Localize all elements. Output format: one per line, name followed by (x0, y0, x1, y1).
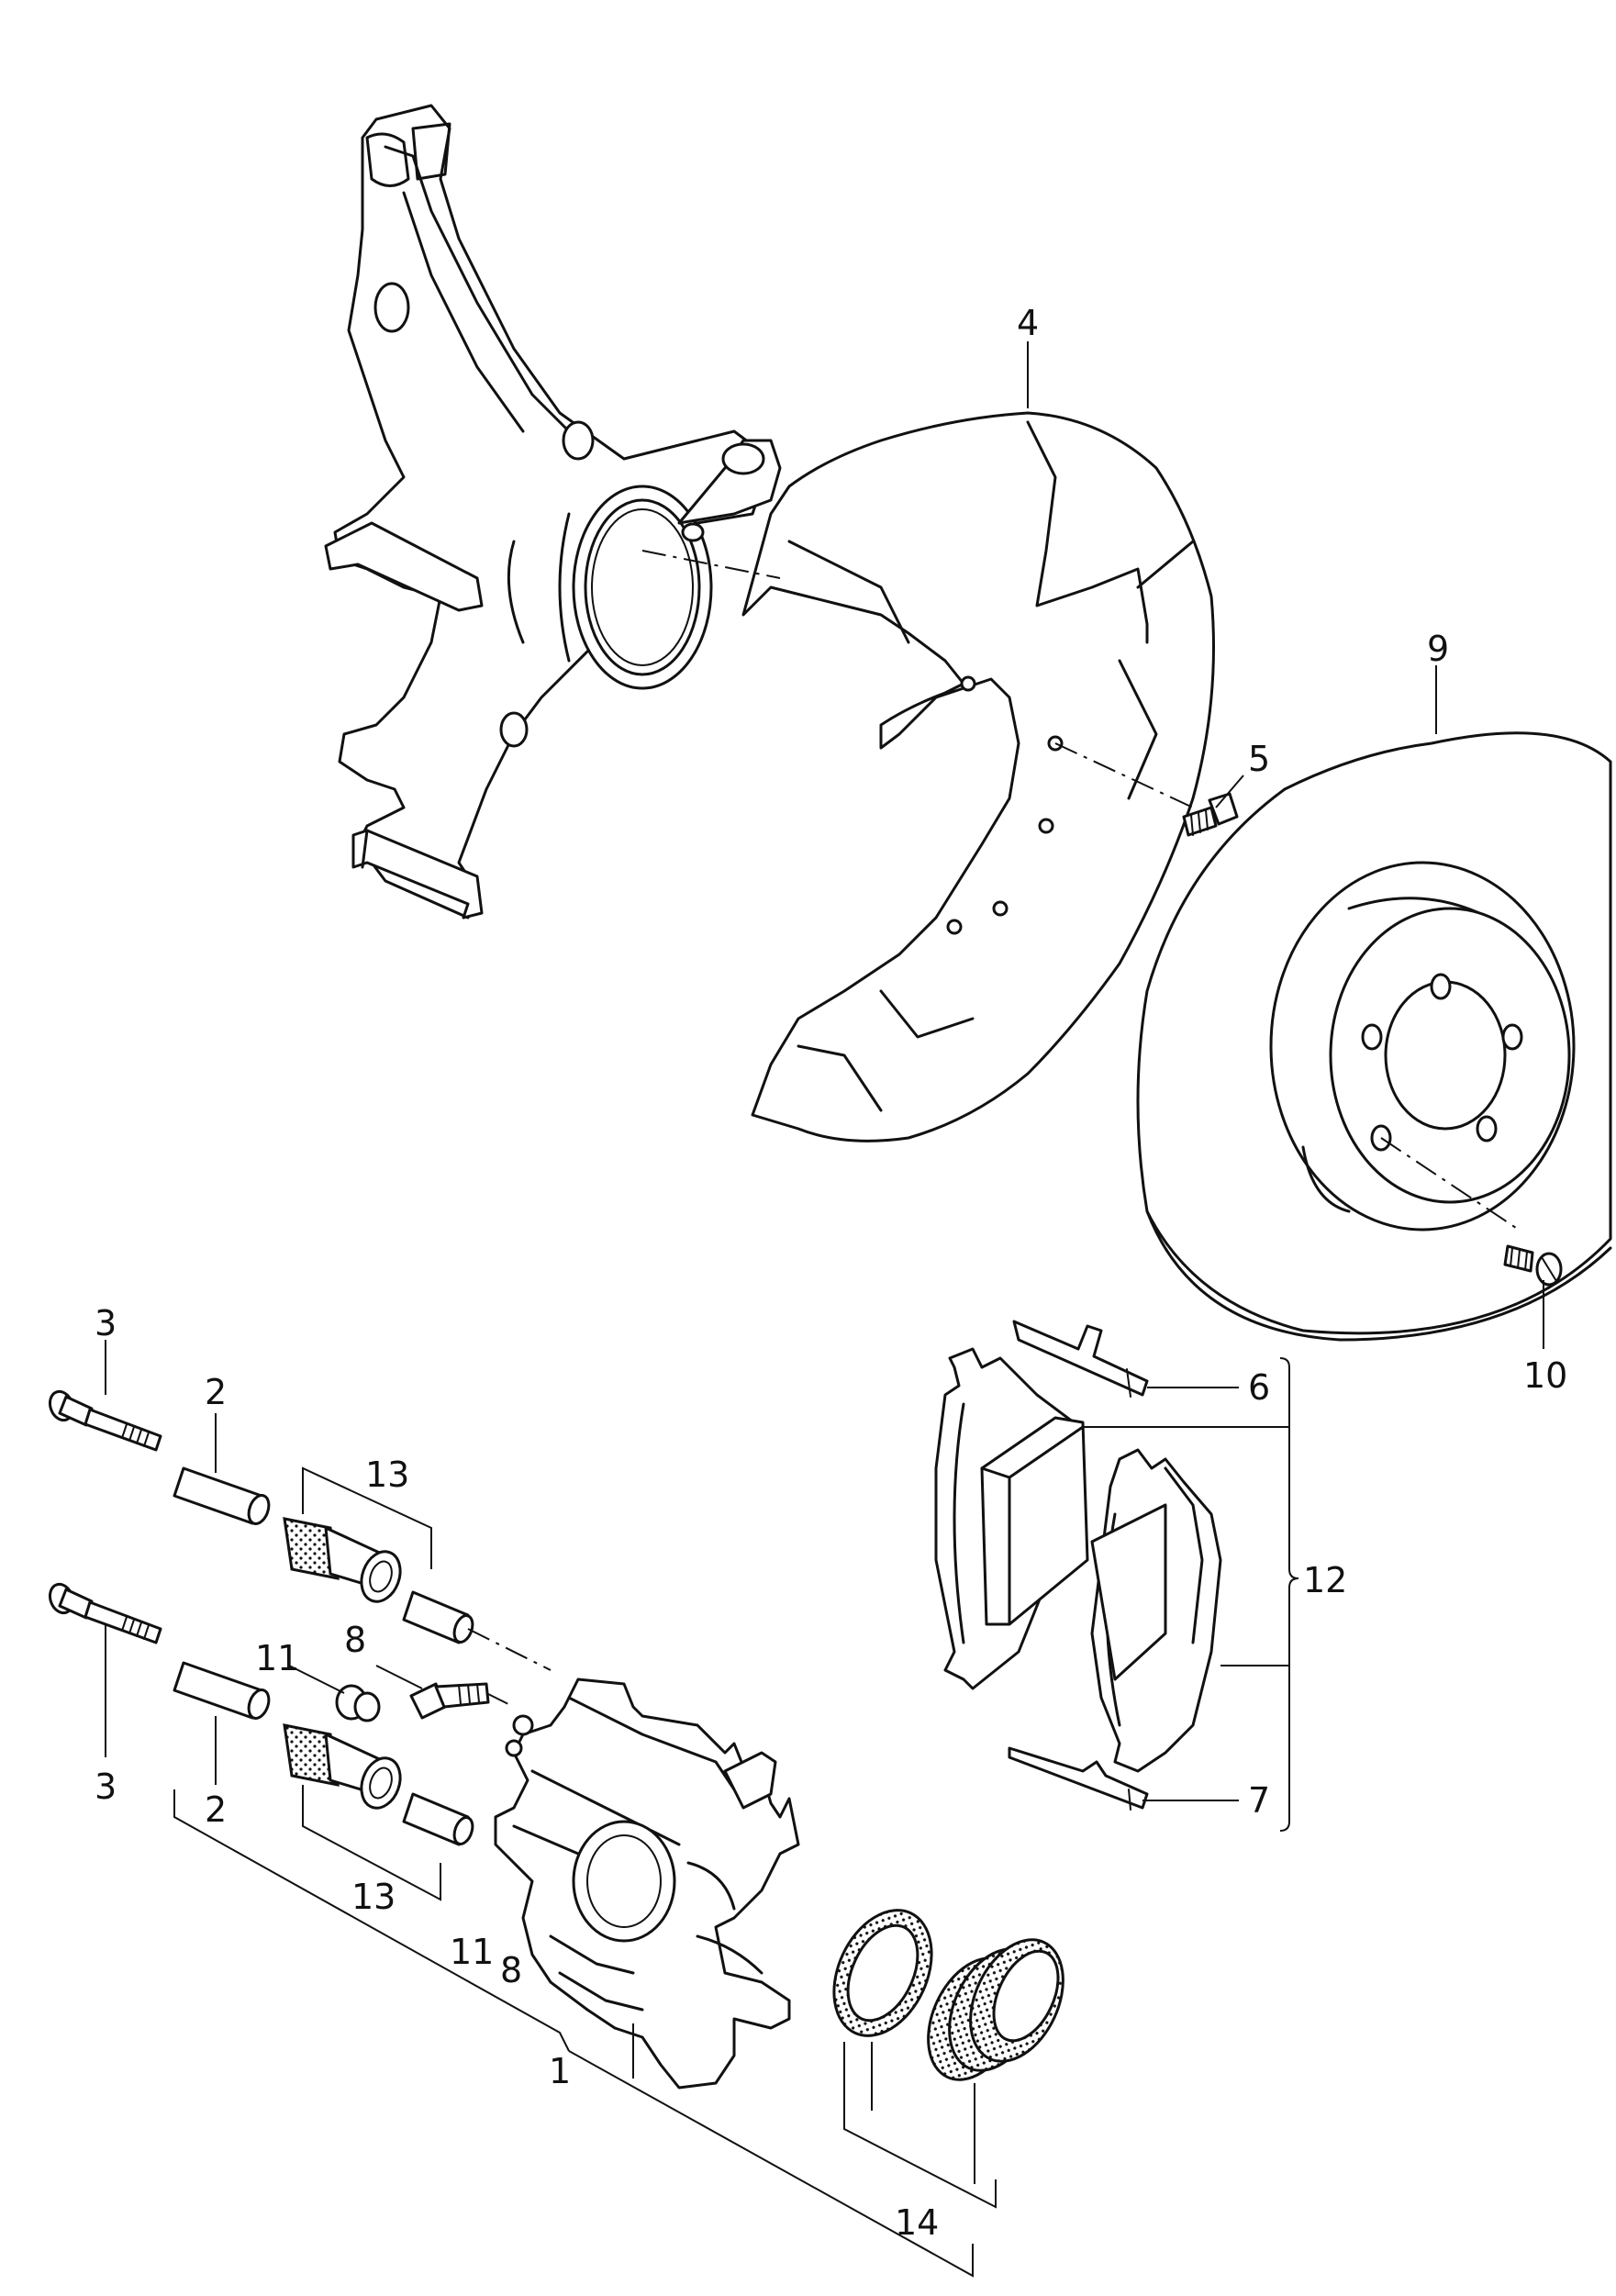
dust-shield (741, 411, 1215, 1142)
guide-boot-13-upper (283, 1517, 402, 1603)
label-part-10: 10 (1523, 1355, 1567, 1396)
label-part-4: 4 (1017, 303, 1039, 343)
bolt-3-lower (48, 1582, 162, 1644)
bleeder-valve-8 (409, 1682, 490, 1720)
bolt-3-upper (48, 1389, 162, 1452)
label-part-2-lower: 2 (205, 1789, 227, 1830)
label-part-3-lower: 3 (95, 1767, 117, 1807)
label-part-11-upper: 11 (255, 1638, 299, 1678)
brake-pads (934, 1320, 1222, 1811)
guide-sleeve-13-lower (402, 1792, 474, 1846)
label-part-2-upper: 2 (205, 1372, 227, 1412)
dust-cap-11 (335, 1684, 381, 1722)
sleeve-2-lower (173, 1661, 271, 1720)
sleeve-2-upper (173, 1466, 271, 1525)
label-part-6: 6 (1248, 1367, 1270, 1408)
label-part-13-lower: 13 (351, 1877, 396, 1917)
label-part-1: 1 (549, 2051, 571, 2091)
label-part-8-upper: 8 (344, 1620, 366, 1660)
brake-caliper (494, 1677, 800, 2090)
label-part-7: 7 (1248, 1780, 1270, 1821)
piston-seal-14 (832, 1909, 933, 2037)
piston-boot-14 (927, 1938, 1064, 2081)
guide-boot-13-lower (283, 1723, 402, 1810)
label-part-11-lower: 11 (450, 1932, 494, 1972)
screw-10 (1503, 1244, 1563, 1287)
guide-sleeve-13-upper (402, 1590, 474, 1644)
label-part-9: 9 (1427, 629, 1449, 669)
label-part-3-upper: 3 (95, 1303, 117, 1343)
label-part-8-lower: 8 (500, 1950, 522, 1990)
label-part-14: 14 (895, 2202, 939, 2243)
steering-knuckle (324, 104, 782, 920)
brake-disc (1136, 731, 1612, 1342)
bolt-5 (1182, 792, 1239, 837)
label-part-13-upper: 13 (365, 1455, 409, 1495)
label-part-12: 12 (1303, 1560, 1347, 1600)
label-part-5: 5 (1248, 739, 1270, 779)
